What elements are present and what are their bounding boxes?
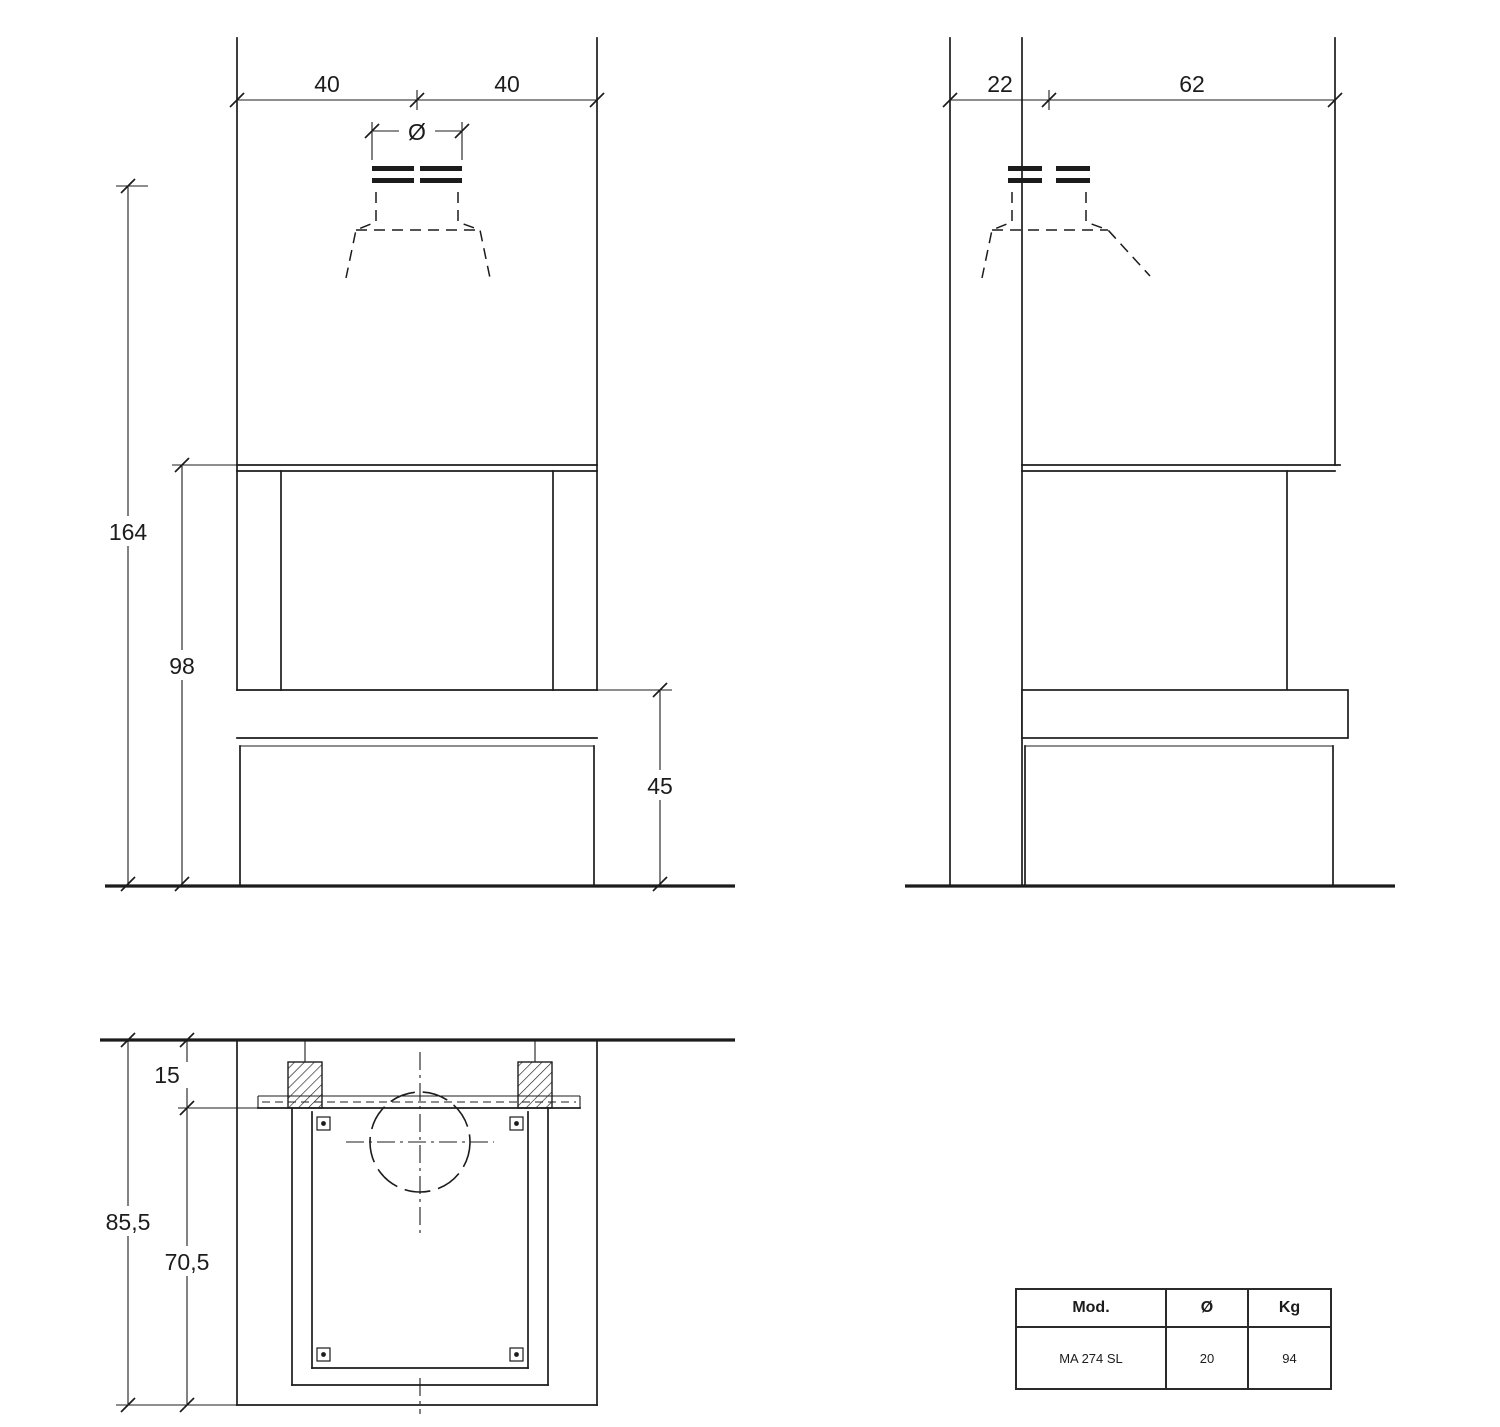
front-dim-diameter-label: Ø bbox=[408, 119, 426, 145]
spec-table-header-diameter: Ø bbox=[1166, 1289, 1248, 1327]
plan-body-outline bbox=[236, 1039, 598, 1414]
plan-front-frame bbox=[257, 1040, 581, 1109]
plan-dim-front-offset-label: 15 bbox=[154, 1062, 180, 1088]
plan-dim-front-offset: 15 bbox=[146, 1032, 258, 1116]
flue-flange-icon bbox=[372, 166, 414, 171]
spec-table-value-weight: 94 bbox=[1248, 1327, 1331, 1389]
plan-dim-inner-depth: 70,5 bbox=[116, 1108, 237, 1413]
front-dim-width-left-label: 40 bbox=[314, 71, 340, 97]
frame-post-hatched bbox=[287, 1061, 323, 1109]
front-dim-total-height: 164 bbox=[100, 178, 156, 892]
plan-flue-circle bbox=[346, 1052, 494, 1238]
plan-view: 15 85,5 70,5 bbox=[92, 1032, 735, 1414]
front-dim-opening-height-label: 98 bbox=[169, 653, 195, 679]
side-elevation-view: 22 62 bbox=[905, 37, 1395, 888]
spec-table-header-weight: Kg bbox=[1248, 1289, 1331, 1327]
front-dim-bench-height: 45 bbox=[597, 682, 684, 892]
front-dim-width-right-label: 40 bbox=[494, 71, 520, 97]
front-flue-outlet bbox=[345, 166, 491, 279]
front-dim-bench-height-label: 45 bbox=[647, 773, 673, 799]
side-dim-depth-label: 62 bbox=[1179, 71, 1205, 97]
side-dim-depth: 22 62 bbox=[942, 71, 1343, 110]
plan-dim-total-depth: 85,5 bbox=[92, 1032, 164, 1413]
spec-table-value-diameter: 20 bbox=[1166, 1327, 1248, 1389]
plan-dim-total-depth-label: 85,5 bbox=[106, 1209, 151, 1235]
flue-flange-icon bbox=[420, 166, 462, 171]
front-body-outline bbox=[236, 37, 598, 885]
flue-flange-icon bbox=[1008, 166, 1042, 171]
front-dim-opening-height: 98 bbox=[158, 457, 237, 892]
side-dim-flue-offset-label: 22 bbox=[987, 71, 1013, 97]
flue-flange-icon bbox=[1008, 178, 1042, 183]
spec-table-header-model: Mod. bbox=[1016, 1289, 1166, 1327]
front-dim-total-height-label: 164 bbox=[109, 519, 148, 545]
side-body-outline bbox=[949, 37, 1349, 885]
front-dim-width: 40 40 bbox=[229, 71, 605, 110]
spec-table: Mod. Ø Kg MA 274 SL 20 94 bbox=[1015, 1288, 1332, 1390]
frame-post-hatched bbox=[517, 1061, 553, 1109]
plan-dim-inner-depth-label: 70,5 bbox=[165, 1249, 210, 1275]
flue-flange-icon bbox=[372, 178, 414, 183]
side-flue-outlet bbox=[981, 166, 1151, 279]
flue-flange-icon bbox=[1056, 178, 1090, 183]
flue-flange-icon bbox=[420, 178, 462, 183]
front-dim-flue-diameter: Ø bbox=[364, 119, 470, 160]
spec-table-value-model: MA 274 SL bbox=[1016, 1327, 1166, 1389]
plan-anchor-points bbox=[316, 1116, 524, 1362]
flue-flange-icon bbox=[1056, 166, 1090, 171]
side-bench-slab bbox=[1021, 689, 1349, 739]
front-elevation-view: 40 40 Ø 164 98 bbox=[100, 37, 735, 892]
